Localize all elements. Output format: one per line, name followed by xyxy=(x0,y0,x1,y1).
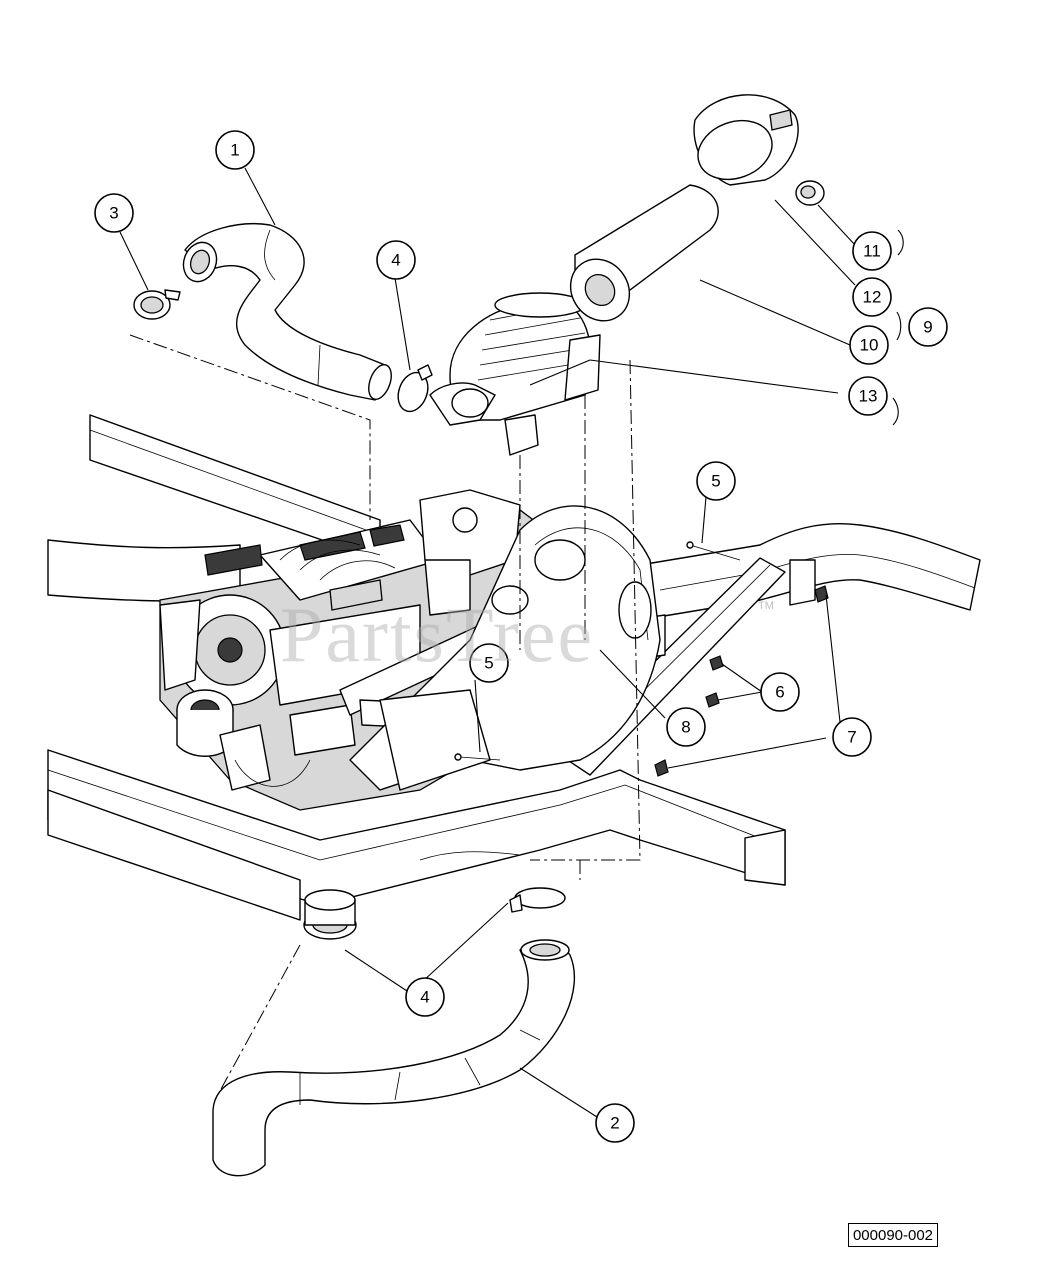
callout-label-8: 8 xyxy=(681,718,690,737)
callout-label-11: 11 xyxy=(863,242,881,261)
callout-10: 10 xyxy=(849,325,889,365)
diagram-reference-code: 000090-002 xyxy=(848,1223,938,1247)
callout-label-1: 1 xyxy=(230,141,239,160)
callout-label-3: 3 xyxy=(109,204,118,223)
lower-air-hose xyxy=(212,939,575,1177)
watermark-trademark: TM xyxy=(758,600,774,612)
upper-air-hose xyxy=(182,223,392,401)
callout-6: 6 xyxy=(760,672,800,712)
callout-12: 12 xyxy=(852,277,892,317)
callout-label-9: 9 xyxy=(923,318,932,337)
callout-7-lower: 7 xyxy=(832,717,872,757)
hose-clamps xyxy=(133,289,566,940)
callout-label-13: 13 xyxy=(859,387,878,406)
callout-label-4-upper: 4 xyxy=(391,251,400,270)
callout-label-5-center: 5 xyxy=(484,654,493,673)
callout-11: 11 xyxy=(852,231,892,271)
callout-3: 3 xyxy=(94,193,134,233)
callout-label-12: 12 xyxy=(863,288,882,307)
callout-label-6: 6 xyxy=(775,683,784,702)
callout-label-10: 10 xyxy=(860,336,879,355)
callout-5-right: 5 xyxy=(696,461,736,501)
callout-4-lower: 4 xyxy=(405,977,445,1017)
callout-13: 13 xyxy=(848,376,888,416)
callout-label-2: 2 xyxy=(610,1114,619,1133)
leader-lines xyxy=(119,167,904,1118)
callout-9: 9 xyxy=(908,307,948,347)
fasteners xyxy=(454,541,829,777)
callout-label-7-lower: 7 xyxy=(847,728,856,747)
callout-4-upper: 4 xyxy=(376,240,416,280)
assembly-lines xyxy=(129,334,641,1101)
callout-label-5-right: 5 xyxy=(711,472,720,491)
callout-2: 2 xyxy=(595,1103,635,1143)
callout-1: 1 xyxy=(215,130,255,170)
callout-5-center: 5 xyxy=(469,643,509,683)
callout-8: 8 xyxy=(666,707,706,747)
air-cleaner-assembly xyxy=(429,94,825,456)
belt-housing xyxy=(349,505,661,861)
callout-label-4-lower: 4 xyxy=(420,988,429,1007)
